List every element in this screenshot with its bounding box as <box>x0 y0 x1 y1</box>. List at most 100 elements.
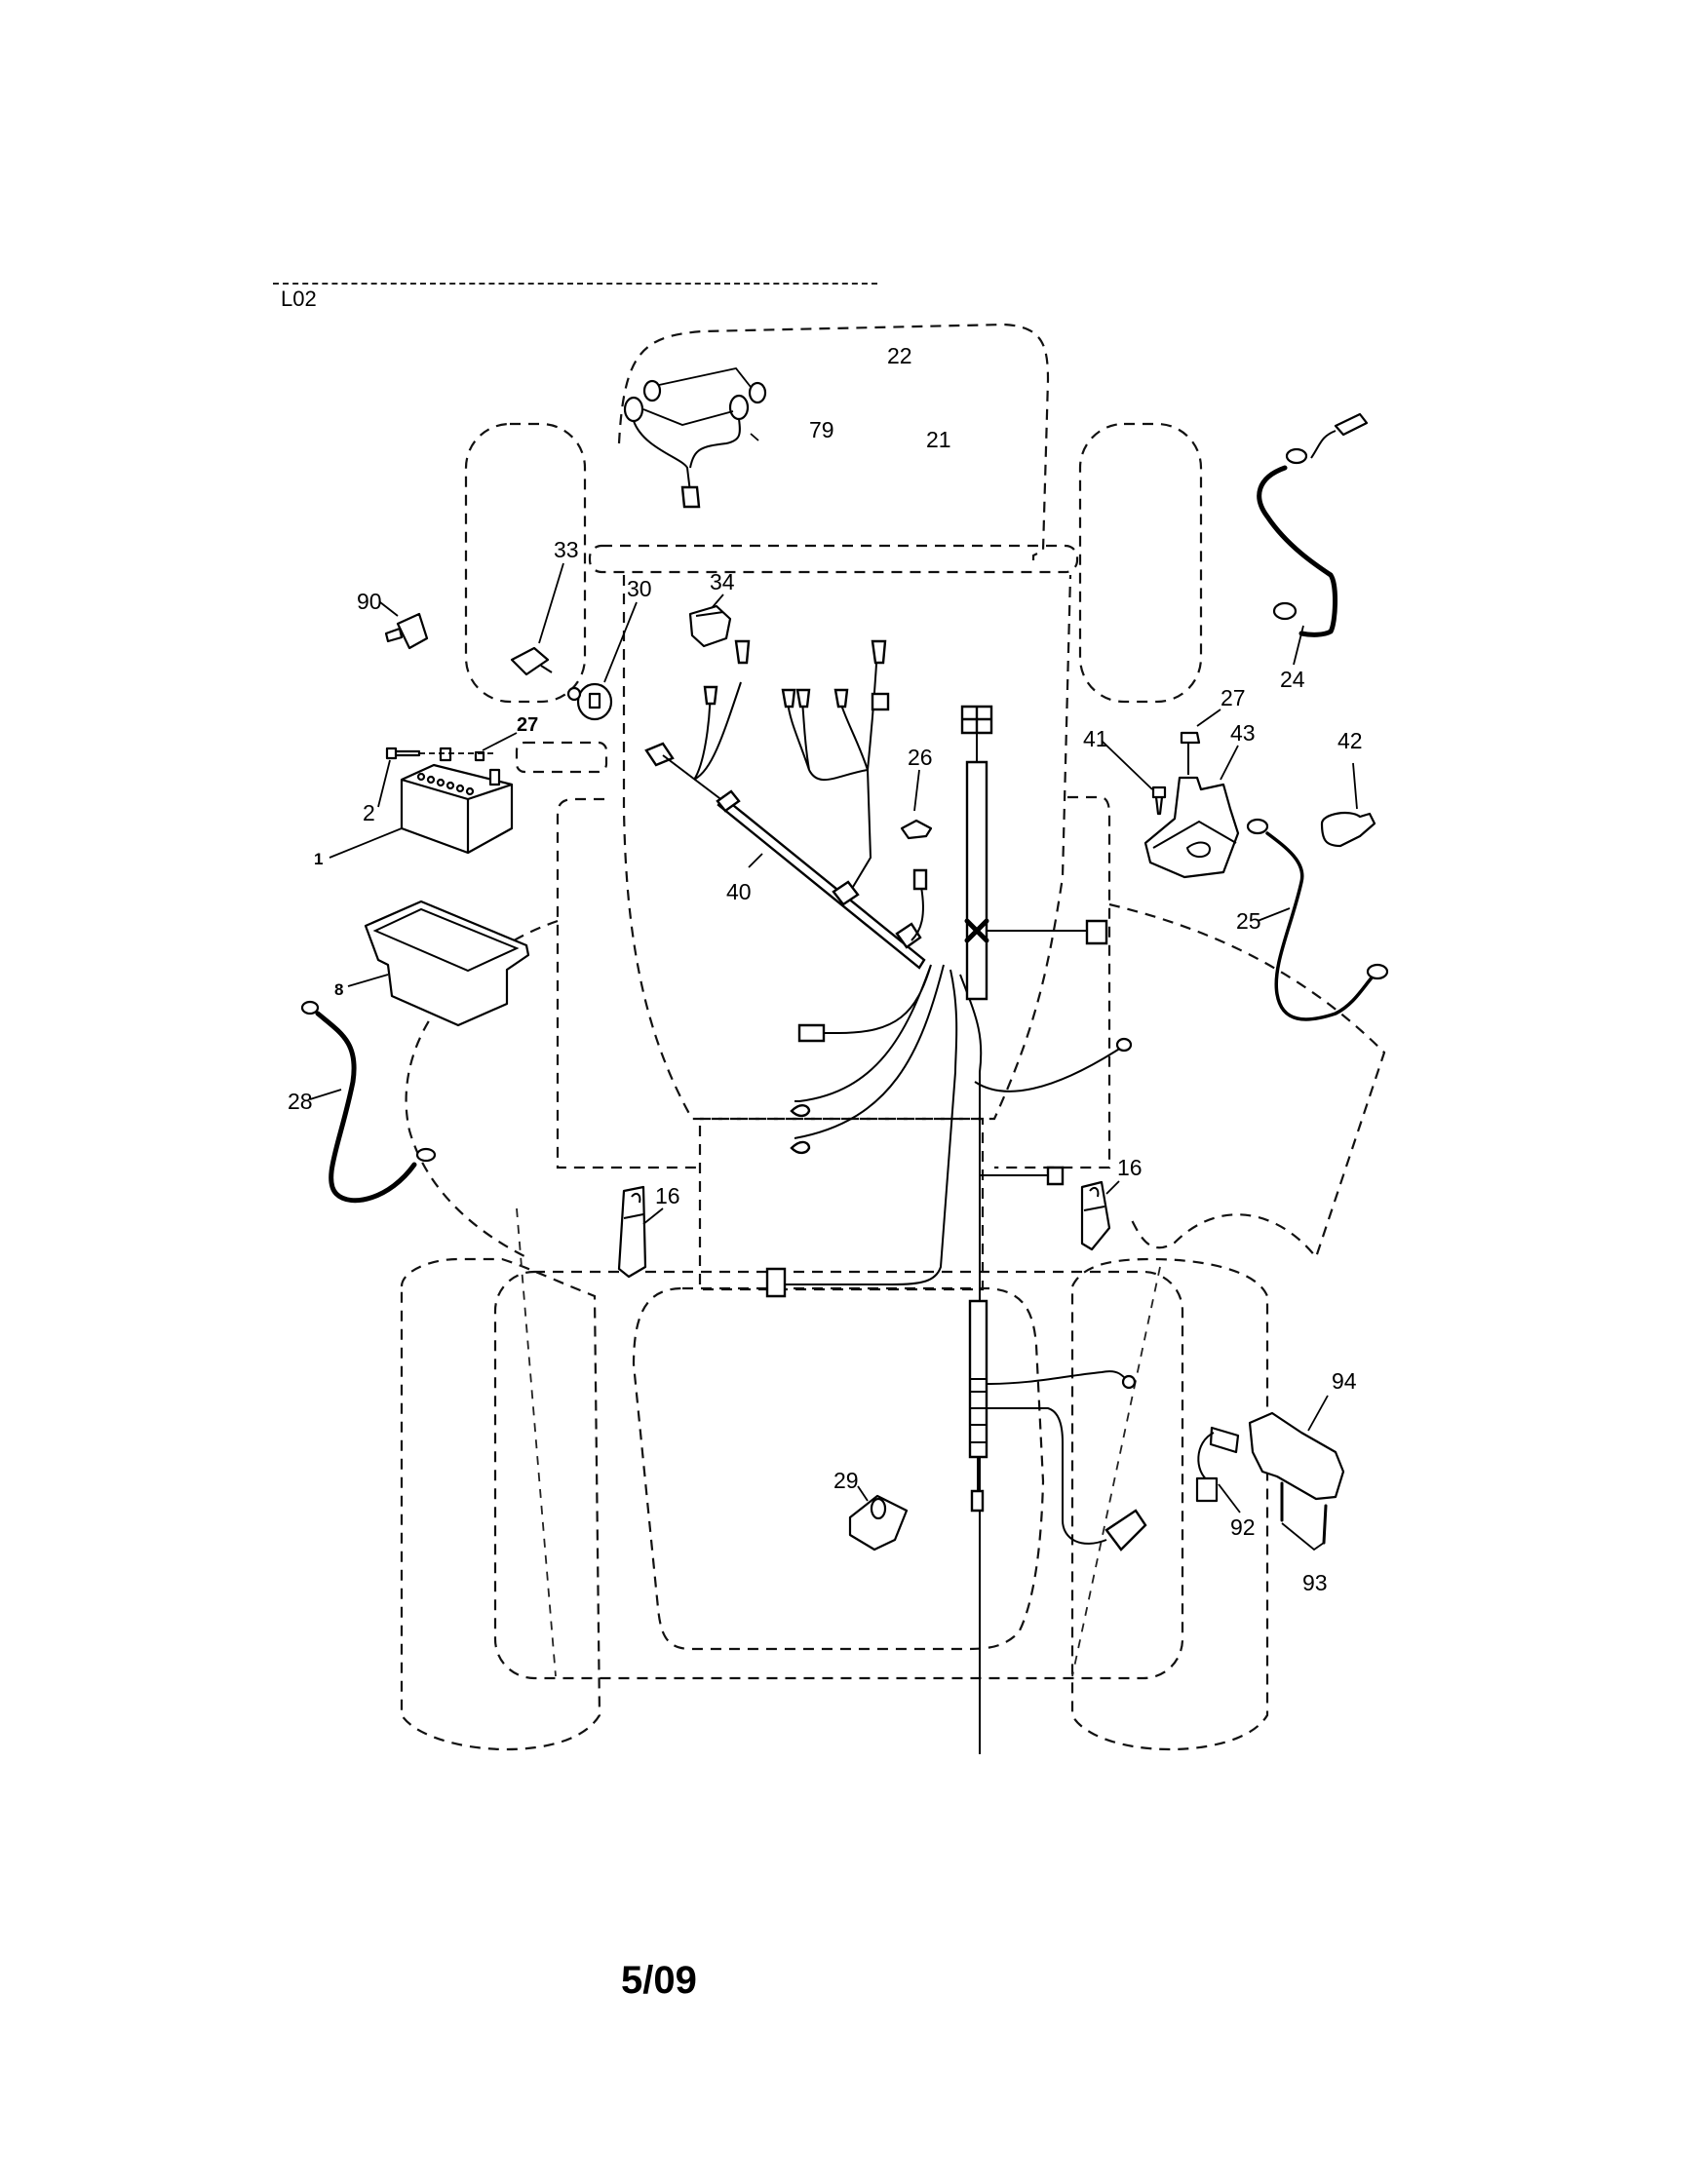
screw-icon <box>1280 1481 1328 1545</box>
leader-90 <box>379 601 399 617</box>
terminal-6 <box>871 639 887 665</box>
wiring-harness-part[interactable] <box>644 639 1133 1754</box>
ground-cable-part[interactable] <box>300 1000 437 1204</box>
solenoid-bolt-icon <box>1151 785 1167 816</box>
safety-switch-left-part[interactable] <box>617 1185 664 1279</box>
callout-8: 8 <box>334 980 343 999</box>
callout-33: 33 <box>554 537 579 562</box>
ring-terminal-1 <box>790 1104 811 1118</box>
cable-24-terminal-bottom <box>1272 601 1298 621</box>
harness-connector-26-lead <box>911 886 924 941</box>
connector-icon <box>900 819 933 840</box>
right-lead <box>974 1047 1122 1092</box>
harness-lead-upper <box>662 754 724 802</box>
leader-34 <box>711 594 724 609</box>
leader-27-battery <box>482 732 518 751</box>
diagram-code: L02 <box>281 287 317 311</box>
left-panel-outline <box>556 797 697 1169</box>
key-part[interactable] <box>510 562 564 676</box>
callout-16-right: 16 <box>1117 1155 1143 1180</box>
reverse-switch-part[interactable] <box>1195 1395 1345 1552</box>
vertical-harness[interactable] <box>960 705 1147 1552</box>
cable-24-part[interactable] <box>1257 412 1369 666</box>
callout-25: 25 <box>1236 908 1261 934</box>
callout-92: 92 <box>1230 1514 1256 1540</box>
leader-2 <box>377 759 391 808</box>
bulb-left-icon <box>642 379 662 402</box>
leader-42 <box>1352 762 1358 810</box>
callout-24: 24 <box>1280 667 1305 692</box>
seat-outline <box>632 1286 1045 1651</box>
callout-34: 34 <box>710 569 735 594</box>
nut-icon <box>474 750 485 762</box>
callout-90: 90 <box>357 589 382 614</box>
battery-cable-clamp <box>439 747 452 762</box>
battery-part[interactable] <box>329 732 518 859</box>
tractor-outline <box>400 323 1386 1751</box>
battery-cells <box>416 772 475 796</box>
callout-27-battery: 27 <box>517 714 538 736</box>
pto-switch-icon <box>848 1494 909 1552</box>
fuse-part[interactable] <box>379 601 429 650</box>
battery-tray-part[interactable] <box>347 900 530 1027</box>
seat-switch-connector <box>1104 1509 1147 1552</box>
cable-terminal-top <box>300 1000 320 1015</box>
callout-22: 22 <box>887 343 912 368</box>
leader-16-right <box>1105 1180 1120 1195</box>
harness-adapter-icon <box>1209 1426 1240 1454</box>
reverse-switch-icon <box>1248 1411 1345 1501</box>
ring-terminal-3 <box>1115 1037 1133 1053</box>
terminal-boot-icon <box>1320 811 1376 848</box>
solenoid-icon <box>1143 776 1240 879</box>
socket-left-icon <box>623 396 644 423</box>
leader-33 <box>538 562 564 644</box>
leader-93 <box>1281 1522 1325 1552</box>
pto-switch-knob <box>870 1497 887 1520</box>
front-right-wheel-outline <box>1078 422 1203 704</box>
leader-40 <box>748 853 763 868</box>
key-blade <box>540 665 553 673</box>
cable-24-terminal-top <box>1285 447 1308 465</box>
fuse-icon <box>396 612 429 650</box>
right-tire-track-line <box>1071 1266 1161 1677</box>
light-switch-part[interactable] <box>688 594 732 648</box>
rear-harness-bands <box>970 1378 987 1443</box>
rear-harness-bottom-plug <box>970 1489 985 1513</box>
callout-21: 21 <box>926 427 951 452</box>
callout-27-solenoid: 27 <box>1221 685 1246 710</box>
leader-25 <box>1257 907 1291 922</box>
terminal-5 <box>833 688 849 709</box>
fuse-prong <box>384 627 404 643</box>
leader-27-solenoid <box>1196 709 1221 727</box>
cable-icon <box>1257 465 1337 637</box>
terminal-7 <box>871 692 890 711</box>
callout-93: 93 <box>1302 1570 1328 1595</box>
cable-25-part[interactable] <box>1246 818 1389 1021</box>
connector-part[interactable] <box>900 769 933 840</box>
harness-plug-small <box>912 868 928 891</box>
cable-25-terminal-bottom <box>1366 963 1389 980</box>
pto-switch-part[interactable] <box>848 1485 909 1552</box>
cable-24-sensor <box>1334 412 1369 437</box>
ring-terminal-2 <box>790 1140 811 1155</box>
vertical-harness-plug <box>960 705 993 735</box>
leader-43 <box>1220 745 1239 781</box>
safety-switch-right-part[interactable] <box>1080 1180 1120 1251</box>
connector-rear <box>765 1267 787 1298</box>
cable-terminal-bottom <box>415 1147 437 1163</box>
callout-40: 40 <box>726 879 752 904</box>
rear-harness-seat-lead <box>987 1407 1107 1545</box>
ignition-switch-part[interactable] <box>566 601 638 721</box>
callout-42: 42 <box>1337 728 1363 753</box>
solenoid-part[interactable] <box>1101 709 1240 879</box>
callout-79: 79 <box>809 417 834 442</box>
vertical-harness-connector <box>1085 919 1108 945</box>
mower-deck-outline <box>1108 902 1386 1260</box>
ignition-switch-terminal <box>588 692 601 709</box>
solenoid-nut-icon <box>1180 731 1201 745</box>
headlight-assembly[interactable] <box>623 367 767 509</box>
callout-94: 94 <box>1332 1368 1357 1394</box>
terminal-boot-part[interactable] <box>1320 762 1376 848</box>
headlight-plug-icon <box>680 485 701 509</box>
harness-branch-mid <box>787 647 878 888</box>
